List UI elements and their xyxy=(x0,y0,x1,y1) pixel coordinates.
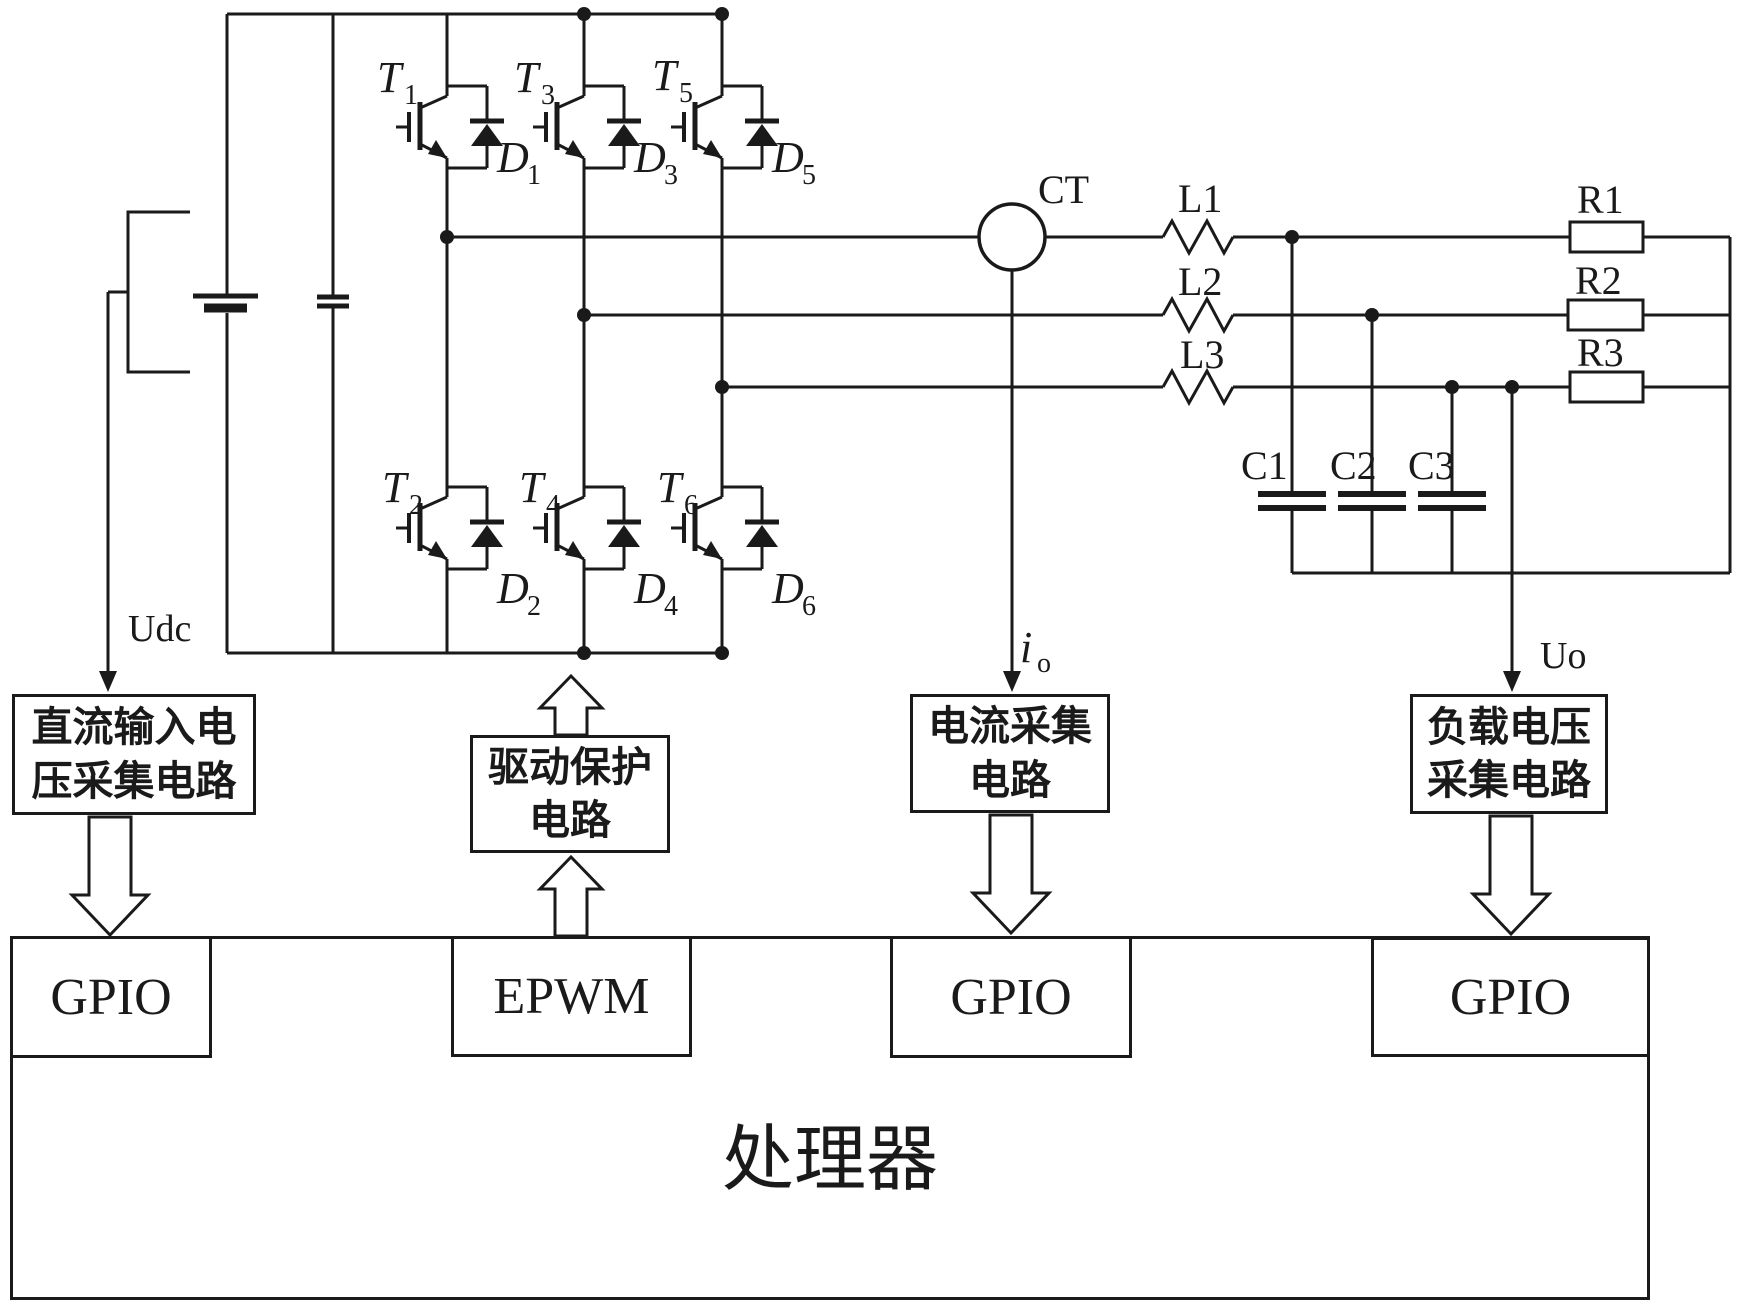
port-gpio-mid-label: GPIO xyxy=(950,968,1072,1026)
inductor-L1 xyxy=(1161,219,1235,255)
block-current-sense-line1: 电流采集 xyxy=(928,703,1092,750)
arrow-dc-sense-to-gpio xyxy=(68,815,152,938)
label-D5: D xyxy=(771,133,804,182)
label-R2: R2 xyxy=(1575,258,1622,303)
port-gpio-left: GPIO xyxy=(10,936,212,1058)
dc-bus-wires xyxy=(193,12,722,655)
label-D2: D xyxy=(496,564,529,613)
label-D3: D xyxy=(633,133,666,182)
block-dc-voltage-sense: 直流输入电 压采集电路 xyxy=(12,694,256,815)
block-dc-voltage-sense-line1: 直流输入电 xyxy=(31,704,237,751)
arrow-current-sense-to-gpio xyxy=(969,813,1053,936)
block-drive-protection: 驱动保护 电路 xyxy=(470,735,670,853)
uo-sense-tap xyxy=(1503,387,1521,692)
label-L3: L3 xyxy=(1180,332,1224,377)
label-C3: C3 xyxy=(1408,443,1455,488)
processor-label: 处理器 xyxy=(721,1120,938,1200)
arrow-epwm-to-drive xyxy=(536,854,606,938)
component-labels: T 1 T 3 T 5 T 2 T 4 T 6 D 1 D 3 D 5 D 2 … xyxy=(128,51,1624,679)
junction-dots xyxy=(440,7,1519,660)
label-T6-sub: 6 xyxy=(684,490,698,521)
port-gpio-right: GPIO xyxy=(1371,937,1650,1057)
port-epwm: EPWM xyxy=(451,936,692,1057)
port-gpio-mid: GPIO xyxy=(890,936,1132,1058)
label-T1-sub: 1 xyxy=(404,80,418,111)
label-T1: T xyxy=(377,53,405,102)
block-current-sense-line2: 电路 xyxy=(969,756,1051,803)
label-L2: L2 xyxy=(1178,259,1222,304)
label-D1-sub: 1 xyxy=(527,160,541,191)
arrow-load-sense-to-gpio xyxy=(1469,814,1553,937)
label-T4-sub: 4 xyxy=(546,490,560,521)
label-D1: D xyxy=(496,133,529,182)
label-T3: T xyxy=(514,53,542,102)
label-C1: C1 xyxy=(1241,443,1288,488)
label-D3-sub: 3 xyxy=(664,160,678,191)
udc-sense-tap xyxy=(99,210,190,692)
block-drive-protection-line1: 驱动保护 xyxy=(488,743,652,790)
block-load-voltage-sense: 负载电压 采集电路 xyxy=(1410,694,1608,814)
label-io: i xyxy=(1020,623,1032,672)
label-Udc: Udc xyxy=(128,608,191,650)
arrow-drive-to-bridge xyxy=(536,673,606,737)
port-epwm-label: EPWM xyxy=(493,968,650,1025)
label-T2: T xyxy=(382,463,410,512)
block-load-voltage-sense-line1: 负载电压 xyxy=(1427,703,1591,750)
label-CT: CT xyxy=(1038,167,1089,212)
label-T3-sub: 3 xyxy=(541,80,555,111)
label-T4: T xyxy=(519,463,547,512)
label-Uo: Uo xyxy=(1540,635,1586,677)
label-C2: C2 xyxy=(1330,443,1377,488)
current-transformer xyxy=(977,202,1047,692)
label-R3: R3 xyxy=(1577,330,1624,375)
block-load-voltage-sense-line2: 采集电路 xyxy=(1427,757,1591,803)
filter-capacitors xyxy=(1258,237,1730,575)
port-gpio-left-label: GPIO xyxy=(50,968,172,1026)
label-D4-sub: 4 xyxy=(664,591,678,622)
label-T5: T xyxy=(652,51,680,100)
inverter-legs xyxy=(396,14,779,653)
label-D2-sub: 2 xyxy=(527,591,541,622)
label-R1: R1 xyxy=(1577,177,1624,222)
label-T6: T xyxy=(657,463,685,512)
label-io-sub: o xyxy=(1037,648,1051,679)
label-L1: L1 xyxy=(1178,176,1222,221)
label-D6: D xyxy=(771,564,804,613)
port-gpio-right-label: GPIO xyxy=(1449,968,1572,1026)
block-drive-protection-line2: 电路 xyxy=(529,797,611,843)
label-D5-sub: 5 xyxy=(802,160,816,191)
label-T5-sub: 5 xyxy=(679,78,693,109)
block-current-sense: 电流采集 电路 xyxy=(910,694,1110,813)
block-dc-voltage-sense-line2: 压采集电路 xyxy=(31,757,237,804)
load-resistors xyxy=(1566,220,1732,573)
signal-arrows xyxy=(68,673,1553,938)
label-D6-sub: 6 xyxy=(802,591,816,622)
label-T2-sub: 2 xyxy=(409,490,423,521)
label-D4: D xyxy=(633,564,666,613)
